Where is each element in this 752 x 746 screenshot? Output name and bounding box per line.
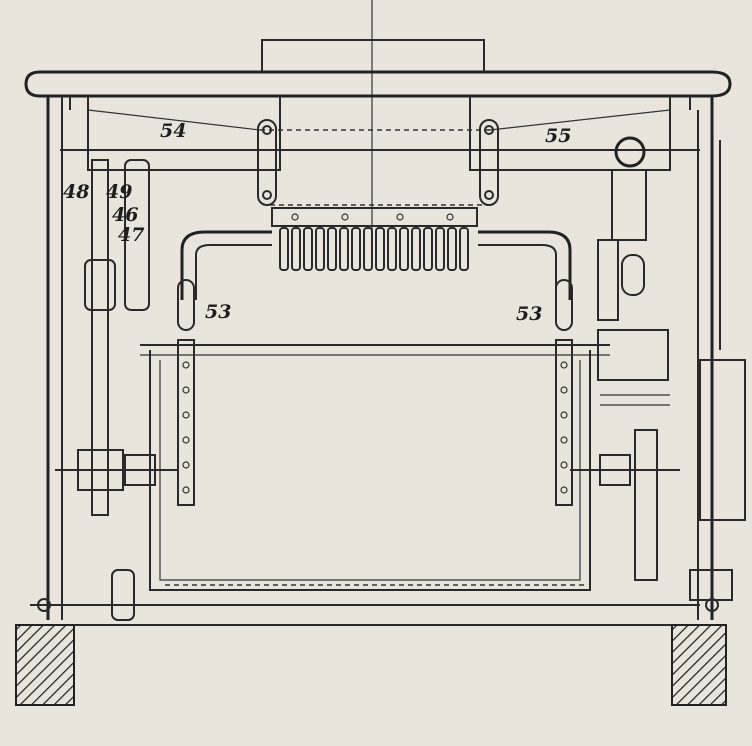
comb-tooth (423, 227, 433, 271)
side-frames (46, 96, 714, 620)
comb-tooth (279, 227, 289, 271)
lower-frame (149, 350, 591, 591)
top-plate (24, 70, 732, 110)
comb-tooth (339, 227, 349, 271)
comb-tooth (411, 227, 421, 271)
pivot-links (257, 119, 499, 206)
bar-hole (560, 361, 568, 369)
bar-hole (182, 361, 190, 369)
comb-tooth (387, 227, 397, 271)
label-48: 48 (63, 181, 89, 203)
comb-tooth (315, 227, 325, 271)
base-blocks (15, 624, 727, 706)
label-53-left: 53 (205, 301, 231, 323)
upper-brackets (60, 96, 700, 206)
bar-hole (560, 411, 568, 419)
comb-tooth (447, 227, 457, 271)
label-55: 55 (545, 125, 571, 147)
bar-hole (560, 486, 568, 494)
left-mechanism (30, 159, 700, 621)
bar-hole (182, 486, 190, 494)
bar-hole (182, 386, 190, 394)
comb-tooth (327, 227, 337, 271)
label-47: 47 (118, 224, 144, 246)
bar-hole (560, 461, 568, 469)
vertical-bars (140, 279, 610, 506)
u-yoke (180, 230, 572, 300)
bar-hole (182, 411, 190, 419)
bar-hole (182, 461, 190, 469)
comb-tooth (351, 227, 361, 271)
label-53-right: 53 (516, 303, 542, 325)
comb-tooth (291, 227, 301, 271)
comb-tooth (363, 227, 373, 271)
label-46: 46 (112, 204, 138, 226)
label-54: 54 (160, 120, 186, 142)
top-center-block (261, 0, 485, 230)
contact-comb (271, 207, 478, 271)
comb-tooth (435, 227, 445, 271)
right-mechanism (570, 136, 746, 612)
comb-tooth (399, 227, 409, 271)
comb-tooth (303, 227, 313, 271)
comb-tooth (459, 227, 469, 271)
comb-tooth (375, 227, 385, 271)
bar-hole (560, 386, 568, 394)
bar-hole (182, 436, 190, 444)
label-49: 49 (106, 181, 132, 203)
bar-hole (560, 436, 568, 444)
